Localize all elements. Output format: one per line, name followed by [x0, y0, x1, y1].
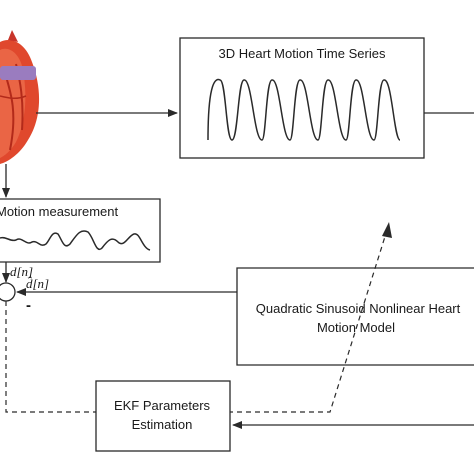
measurement-title: Motion measurement: [0, 204, 118, 219]
measurement-box: Motion measurement: [0, 198, 161, 263]
ekf-title-line2: Estimation: [132, 417, 193, 432]
summing-junction: [0, 282, 16, 302]
ekf-box: EKF Parameters Estimation: [95, 380, 231, 452]
measured-signal-label: d[n]: [10, 264, 33, 279]
motion-waveform: [207, 78, 401, 141]
ekf-title-line1: EKF Parameters: [114, 398, 211, 413]
time-series-box: 3D Heart Motion Time Series: [179, 37, 425, 159]
minus-sign: -: [26, 297, 31, 314]
heart-illustration: [0, 30, 40, 164]
measurement-noise-signal: [0, 230, 151, 251]
model-box: Quadratic Sinusoid Nonlinear Heart Motio…: [236, 267, 474, 366]
dashed-arrowhead: [382, 222, 392, 238]
time-series-title: 3D Heart Motion Time Series: [219, 46, 386, 61]
estimated-signal-label: d̂[n]: [26, 276, 49, 291]
vessel-band: [0, 66, 36, 80]
model-title-line1: Quadratic Sinusoid Nonlinear Heart: [256, 301, 461, 316]
